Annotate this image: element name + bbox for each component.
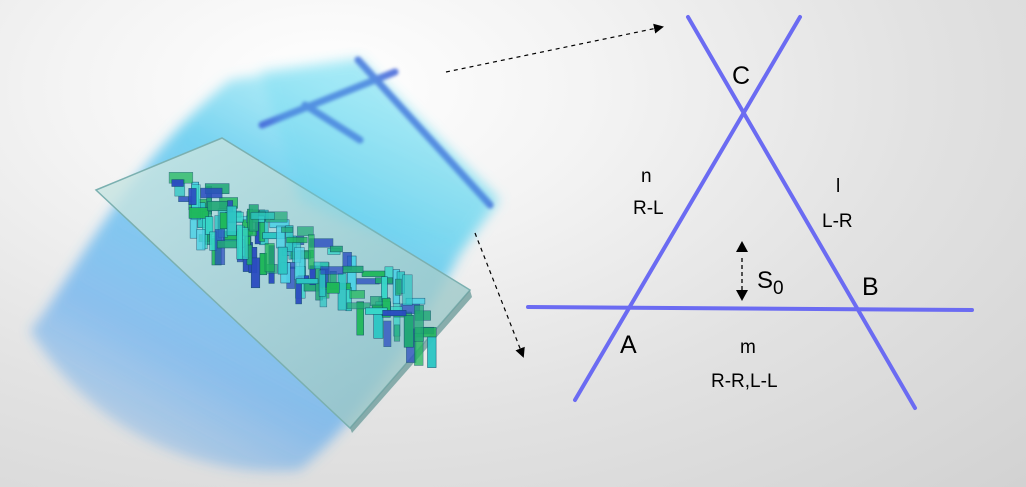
nanopillar [361, 270, 386, 277]
nanopillar [250, 257, 261, 289]
vertex-label-c: C [732, 62, 750, 90]
nanopillar [207, 200, 228, 212]
nanopillar [381, 276, 388, 301]
nanopillar [402, 274, 413, 306]
nanopillar [295, 278, 319, 285]
nanopillar [264, 243, 275, 273]
spacing-label: S0 [757, 267, 784, 299]
nanopillar [373, 312, 384, 339]
nanopillar [346, 302, 371, 310]
edge-right-letter: l [836, 176, 840, 197]
nanopillar [342, 265, 364, 273]
edge-bottom-code: R-R,L-L [711, 371, 778, 392]
nanopillar [226, 205, 237, 236]
nanopillar [281, 226, 294, 233]
dashed-arrow-top [445, 23, 664, 73]
light-beam-overlay [260, 58, 495, 249]
vertex-label-b: B [862, 273, 879, 301]
nanopillar [171, 179, 184, 187]
line-bottom [526, 305, 974, 312]
nanopillar [196, 229, 206, 251]
nanopillar [382, 310, 407, 317]
nanopillar [349, 290, 365, 299]
edge-right-code: L-R [822, 211, 853, 232]
nanopillar [294, 247, 305, 280]
nanopillar [297, 226, 314, 237]
nanopillar [395, 278, 402, 296]
nanopillar [277, 246, 288, 275]
nanopillar [414, 305, 424, 342]
nanopillar [188, 207, 209, 219]
nanopillar [250, 212, 275, 220]
edge-left-letter: n [641, 166, 652, 187]
nanopillar [383, 320, 392, 347]
nanopillar [258, 221, 266, 242]
vertex-label-a: A [620, 331, 637, 359]
nanopillar [403, 314, 414, 348]
nanopillar [205, 216, 214, 235]
nanopillar [370, 296, 383, 307]
spacing-symbol: S [757, 267, 773, 294]
spacing-arrow-head-up [736, 241, 748, 252]
line-left [573, 15, 802, 402]
nanopillar [427, 336, 437, 368]
nanopillar [308, 234, 315, 270]
spacing-subscript: 0 [773, 278, 784, 299]
nanopillar [320, 266, 344, 275]
nanopillar [216, 240, 239, 249]
metasurface-illustration [30, 56, 500, 472]
nanopillar [330, 245, 343, 253]
spacing-arrow-head-down [736, 290, 748, 301]
edge-bottom-letter: m [740, 337, 756, 358]
nanopillar [326, 282, 340, 294]
nanopillar [286, 236, 308, 244]
nanopillar [200, 187, 223, 199]
triangle-diagram: S0 C B A n R-L l L-R m R-R,L-L [526, 15, 974, 410]
nanopillar [393, 324, 401, 342]
dashed-arrow-bottom [474, 232, 525, 358]
edge-left-code: R-L [633, 198, 664, 219]
nanopillar-array [168, 172, 437, 368]
nanopillar [356, 301, 364, 336]
nanopillar [236, 224, 243, 260]
line-right [686, 15, 917, 410]
nanopillar [188, 188, 197, 205]
